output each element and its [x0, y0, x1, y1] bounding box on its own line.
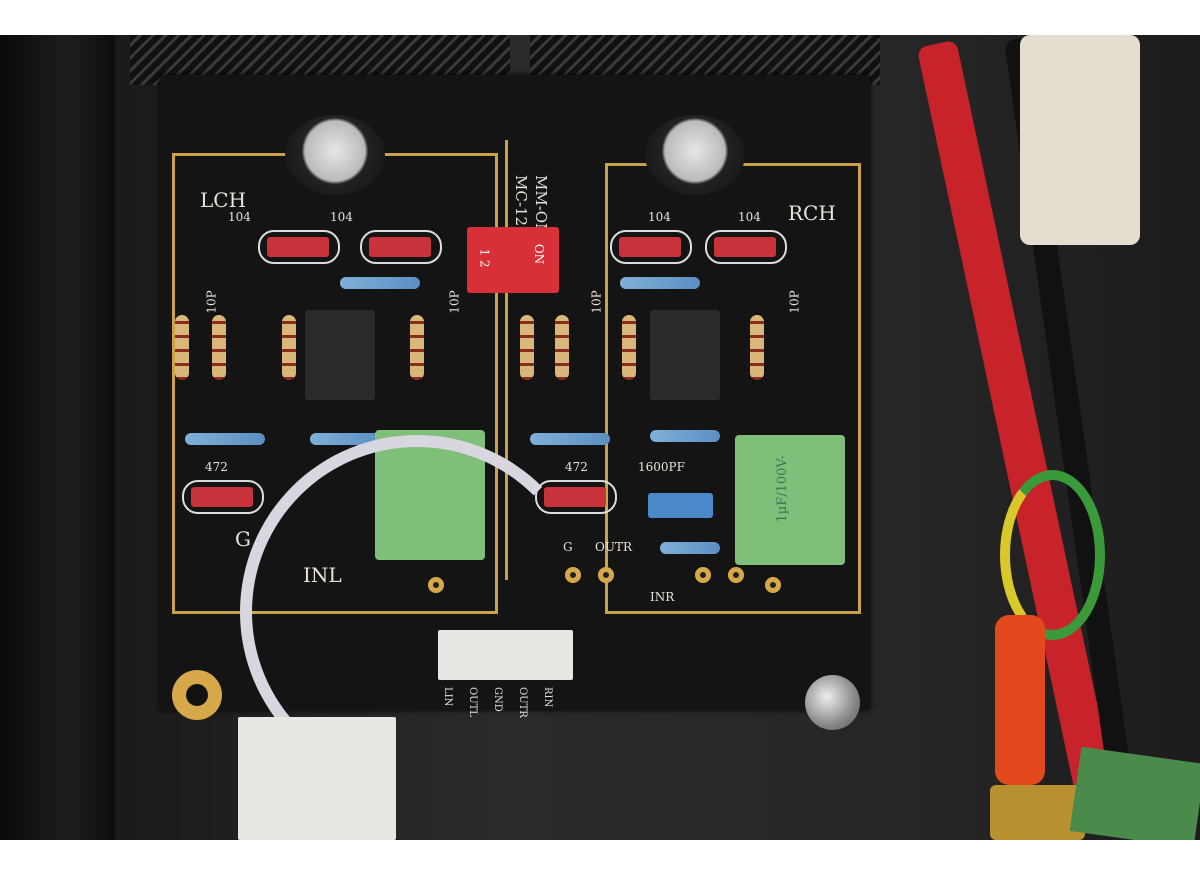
- red-capacitor: [610, 230, 692, 264]
- mode-label-mc: MC-12: [512, 175, 530, 226]
- resistor: [185, 433, 265, 445]
- resistor: [282, 315, 296, 380]
- resistor: [340, 277, 420, 289]
- cable-connector: [238, 717, 396, 840]
- opamp-chip: [650, 310, 720, 400]
- red-capacitor: [182, 480, 264, 514]
- brass-terminal: [990, 785, 1085, 840]
- chassis-side-panel: [0, 35, 115, 840]
- solder-pad: [695, 567, 711, 583]
- cap-label-472: 472: [565, 460, 588, 474]
- resistor: [620, 277, 700, 289]
- cap-label-10p: 10P: [204, 290, 219, 314]
- red-capacitor: [705, 230, 787, 264]
- rch-label: RCH: [788, 201, 836, 225]
- center-trace: [505, 140, 508, 580]
- dip-position-labels: 1 2: [477, 248, 492, 268]
- electrolytic-capacitor: [645, 115, 745, 195]
- resistor: [622, 315, 636, 380]
- ground-screw: [805, 675, 860, 730]
- red-capacitor: [258, 230, 340, 264]
- small-green-pcb: [1069, 746, 1200, 840]
- resistor: [750, 315, 764, 380]
- heat-shrink-tube: [995, 615, 1045, 785]
- mounting-hole: [172, 670, 222, 720]
- film-cap-label: 1µF/100V-: [775, 455, 790, 523]
- resistor: [555, 315, 569, 380]
- electrolytic-capacitor: [285, 115, 385, 195]
- resistor: [530, 433, 610, 445]
- cap-label: 104: [330, 210, 353, 224]
- cap-label-10p: 10P: [589, 290, 604, 314]
- resistor: [660, 542, 720, 554]
- braided-sleeve: [1020, 35, 1140, 245]
- inr-label: INR: [650, 590, 675, 604]
- ground-wire: [1000, 470, 1105, 640]
- blue-capacitor: [648, 493, 713, 518]
- film-capacitor: 1µF/100V-: [735, 435, 845, 565]
- resistor: [175, 315, 189, 380]
- lch-label: LCH: [200, 188, 247, 212]
- dip-switch[interactable]: ON 1 2: [467, 227, 559, 293]
- outr-label: OUTR: [595, 540, 632, 554]
- resistor: [650, 430, 720, 442]
- solder-pad: [765, 577, 781, 593]
- resistor: [520, 315, 534, 380]
- cap-label-10p: 10P: [787, 290, 802, 314]
- ground-label-left: G: [235, 527, 251, 551]
- cap-label-10p: 10P: [447, 290, 462, 314]
- cap-label: 104: [648, 210, 671, 224]
- resistor: [310, 433, 380, 445]
- cap-label-472: 472: [205, 460, 228, 474]
- resistor: [410, 315, 424, 380]
- cap-label: 104: [228, 210, 251, 224]
- resistor: [212, 315, 226, 380]
- cap-label-1600pf: 1600PF: [638, 460, 685, 474]
- cap-label: 104: [738, 210, 761, 224]
- opamp-chip: [305, 310, 375, 400]
- amplifier-interior-photo: LCH RCH 104 104 104 104 MC-12 MM-ON ON 1…: [0, 35, 1200, 840]
- red-capacitor: [360, 230, 442, 264]
- solder-pad: [728, 567, 744, 583]
- dip-on-label: ON: [532, 243, 547, 265]
- solder-pad: [598, 567, 614, 583]
